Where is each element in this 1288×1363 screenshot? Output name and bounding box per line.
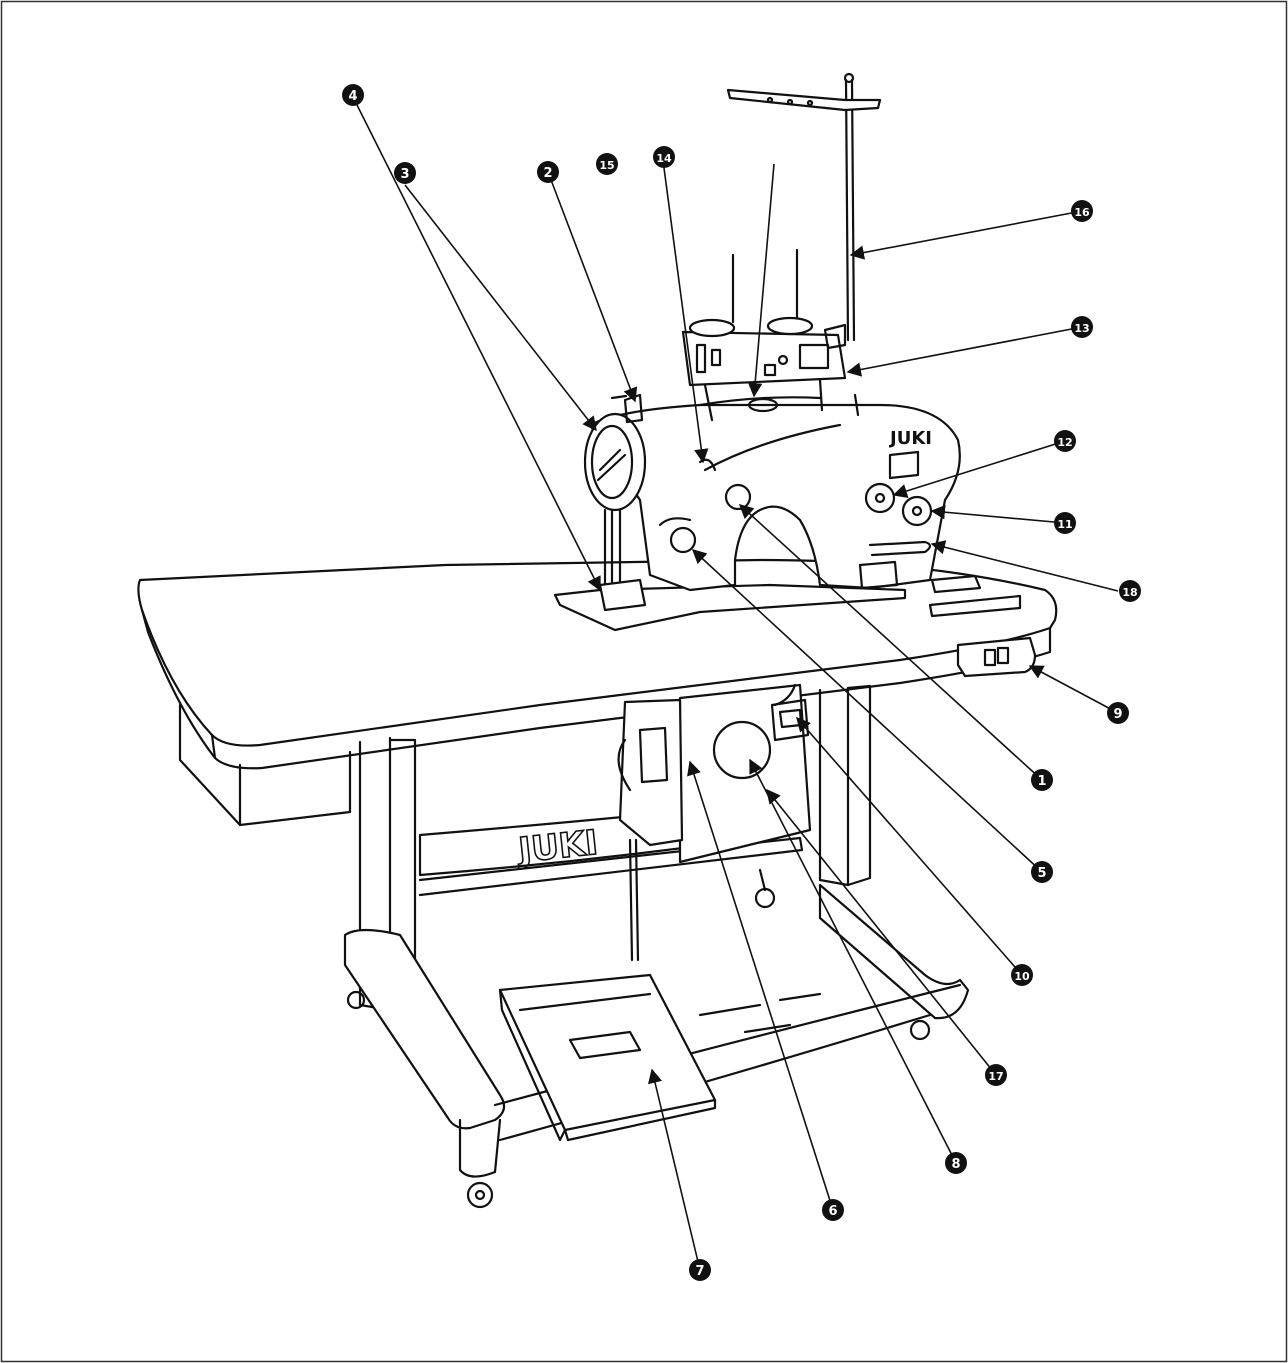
svg-text:18: 18 [1122, 586, 1137, 599]
power-switch [956, 636, 1037, 678]
callout-6: 6 [822, 1199, 844, 1221]
callout-5: 5 [1031, 861, 1053, 883]
svg-text:4: 4 [348, 89, 357, 104]
svg-text:6: 6 [828, 1204, 837, 1219]
svg-text:14: 14 [656, 152, 672, 165]
svg-text:1: 1 [1037, 774, 1046, 789]
svg-text:12: 12 [1057, 436, 1072, 449]
svg-text:10: 10 [1014, 970, 1030, 983]
callout-1: 1 [1031, 769, 1053, 791]
svg-text:7: 7 [695, 1264, 704, 1279]
callout-13: 13 [1071, 316, 1093, 338]
operation-panel [681, 248, 847, 422]
callout-14: 14 [653, 146, 675, 168]
control-box [678, 683, 812, 864]
callout-8: 8 [945, 1152, 967, 1174]
thread-stand [726, 72, 882, 350]
callout-10: 10 [1011, 964, 1033, 986]
svg-text:9: 9 [1113, 707, 1122, 722]
frame-brand-label: JUKI [515, 823, 600, 871]
svg-text:3: 3 [400, 167, 409, 182]
callout-7: 7 [689, 1259, 711, 1281]
brand-label: JUKI [888, 428, 932, 449]
svg-text:15: 15 [599, 159, 614, 172]
callout-15: 15 [596, 153, 618, 175]
callout-12: 12 [1054, 430, 1076, 452]
callout-16: 16 [1071, 200, 1093, 222]
callout-11: 11 [1054, 512, 1076, 534]
callout-4: 4 [342, 84, 364, 106]
svg-text:2: 2 [543, 166, 552, 181]
callout-18: 18 [1119, 580, 1141, 602]
callout-17: 17 [985, 1064, 1007, 1086]
leader-lines [351, 94, 1119, 1271]
svg-text:8: 8 [951, 1157, 960, 1172]
svg-text:17: 17 [988, 1070, 1003, 1083]
table [137, 558, 1058, 827]
pedal-sensor [617, 698, 684, 962]
svg-text:16: 16 [1074, 206, 1090, 219]
pedal [498, 973, 717, 1142]
callout-3: 3 [394, 162, 416, 184]
svg-text:5: 5 [1037, 866, 1046, 881]
callout-9: 9 [1107, 702, 1129, 724]
callout-2: 2 [537, 161, 559, 183]
callout-badges: 1 2 3 4 5 6 7 8 9 10 11 12 13 14 15 16 1… [342, 84, 1141, 1281]
svg-text:13: 13 [1074, 322, 1089, 335]
machine-head [583, 393, 961, 612]
svg-text:11: 11 [1057, 518, 1072, 531]
